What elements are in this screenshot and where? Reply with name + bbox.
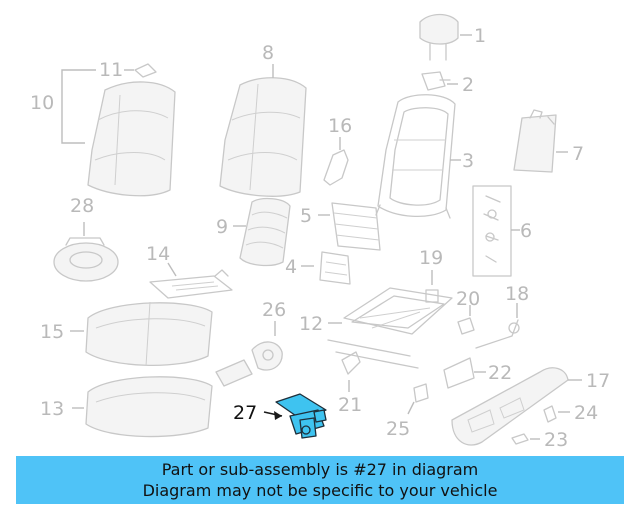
part-15-cushion-cover[interactable] — [85, 301, 213, 367]
callout-16[interactable]: 16 — [328, 115, 352, 137]
callout-1[interactable]: 1 — [474, 25, 486, 47]
part-21-bracket[interactable] — [341, 351, 361, 375]
part-9-back-foam[interactable] — [239, 197, 291, 267]
callout-24[interactable]: 24 — [574, 402, 598, 424]
part-4-lumbar-unit[interactable] — [319, 251, 351, 285]
banner-line-1: Part or sub-assembly is #27 in diagram — [161, 460, 479, 479]
part-10-seatback-cover[interactable] — [87, 81, 176, 197]
callout-5[interactable]: 5 — [300, 205, 312, 227]
callout-9[interactable]: 9 — [216, 216, 228, 238]
part-7-back-panel[interactable] — [513, 109, 557, 173]
part-11-clip[interactable] — [134, 63, 157, 78]
callout-4[interactable]: 4 — [285, 256, 297, 278]
part-28-speaker[interactable] — [53, 237, 119, 282]
part-8-seatback-pad[interactable] — [219, 77, 307, 197]
callout-8[interactable]: 8 — [262, 42, 274, 64]
part-14-sensor-mat[interactable] — [149, 269, 233, 299]
leader-10-bracket — [61, 69, 96, 144]
leader-27-arrowhead — [274, 411, 282, 420]
part-5-support-mat[interactable] — [331, 202, 381, 251]
part-19-clip[interactable] — [425, 289, 439, 303]
parts-diagram: 10 11 8 16 1 2 3 7 — [30, 13, 610, 451]
part-18-lever[interactable] — [475, 319, 520, 349]
callout-15[interactable]: 15 — [40, 321, 64, 343]
callout-28[interactable]: 28 — [70, 195, 94, 217]
callout-23[interactable]: 23 — [544, 429, 568, 451]
part-22-trim[interactable] — [443, 357, 475, 389]
part-25-switch[interactable] — [413, 383, 429, 403]
part-26-motor[interactable] — [215, 341, 283, 387]
banner-line-2: Diagram may not be specific to your vehi… — [142, 481, 498, 500]
part-3-seatback-frame[interactable] — [375, 94, 456, 219]
callout-21[interactable]: 21 — [338, 394, 362, 416]
part-12-seat-frame[interactable] — [327, 287, 453, 369]
callout-2[interactable]: 2 — [462, 74, 474, 96]
callout-27[interactable]: 27 — [233, 402, 257, 424]
callout-22[interactable]: 22 — [488, 362, 512, 384]
callout-17[interactable]: 17 — [586, 370, 610, 392]
callout-26[interactable]: 26 — [262, 299, 286, 321]
part-1-headrest[interactable] — [419, 13, 459, 61]
callout-11[interactable]: 11 — [99, 59, 123, 81]
callout-3[interactable]: 3 — [462, 150, 474, 172]
callout-20[interactable]: 20 — [456, 288, 480, 310]
callout-10[interactable]: 10 — [30, 92, 54, 114]
part-20-bracket[interactable] — [457, 317, 475, 335]
part-23-knob[interactable] — [511, 433, 529, 445]
callout-13[interactable]: 13 — [40, 398, 64, 420]
part-16-bracket[interactable] — [323, 149, 349, 186]
part-27-highlighted-assembly[interactable] — [275, 393, 327, 439]
part-6-hardware-set[interactable] — [472, 185, 512, 277]
part-24-knob[interactable] — [543, 405, 557, 423]
leader-25 — [407, 401, 415, 415]
callout-19[interactable]: 19 — [419, 247, 443, 269]
callout-25[interactable]: 25 — [386, 418, 410, 440]
part-13-cushion-pad[interactable] — [85, 376, 213, 438]
callout-6[interactable]: 6 — [520, 220, 532, 242]
callout-14[interactable]: 14 — [146, 243, 170, 265]
part-2-headrest-guide[interactable] — [421, 71, 451, 91]
leader-14 — [167, 262, 177, 277]
info-banner: Part or sub-assembly is #27 in diagram D… — [16, 456, 624, 504]
callout-7[interactable]: 7 — [572, 143, 584, 165]
callout-18[interactable]: 18 — [505, 283, 529, 305]
callout-12[interactable]: 12 — [299, 313, 323, 335]
